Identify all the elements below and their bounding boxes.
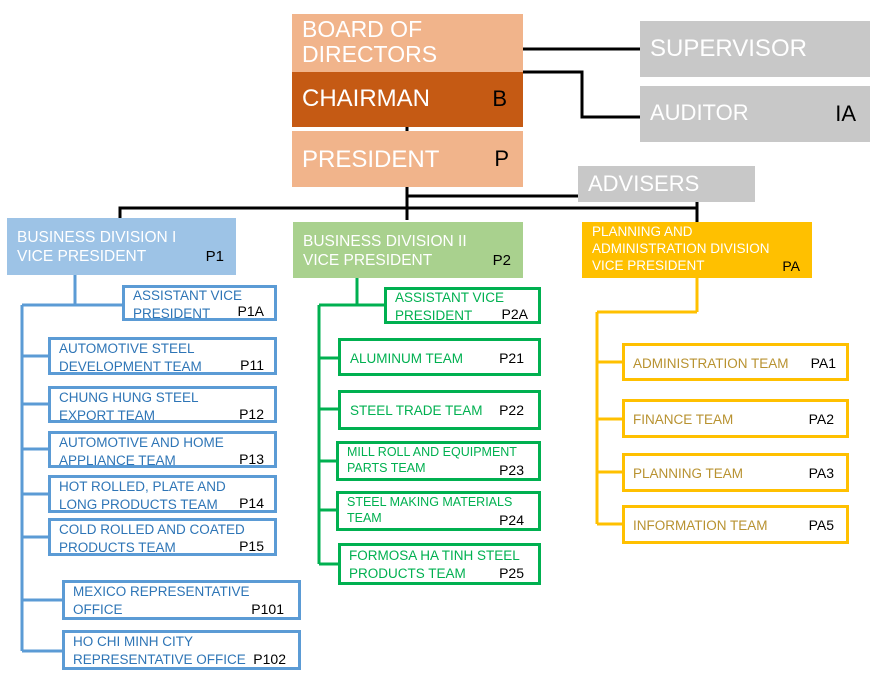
team-box-pa1: ADMINISTRATION TEAM PA1 <box>622 343 849 381</box>
team-label: AUTOMOTIVE AND HOME APPLIANCE TEAM <box>59 435 224 468</box>
business-division-1-box: BUSINESS DIVISION I VICE PRESIDENT P1 <box>7 218 236 275</box>
division-1-label: BUSINESS DIVISION I VICE PRESIDENT <box>17 229 177 266</box>
team-code: P25 <box>499 565 524 581</box>
president-box: PRESIDENT P <box>292 131 523 187</box>
team-box-p11: AUTOMOTIVE STEEL DEVELOPMENT TEAM P11 <box>48 337 277 375</box>
team-label: HOT ROLLED, PLATE AND LONG PRODUCTS TEAM <box>59 479 226 512</box>
team-label: MILL ROLL AND EQUIPMENT PARTS TEAM <box>347 445 517 476</box>
auditor-label: AUDITOR <box>650 100 749 125</box>
auditor-code: IA <box>835 101 856 126</box>
team-box-p25: FORMOSA HA TINH STEEL PRODUCTS TEAM P25 <box>338 543 541 585</box>
team-box-p24: STEEL MAKING MATERIALS TEAM P24 <box>336 491 541 531</box>
team-code: P101 <box>251 601 284 617</box>
team-code: P24 <box>499 512 524 528</box>
team-box-p14: HOT ROLLED, PLATE AND LONG PRODUCTS TEAM… <box>48 475 277 513</box>
team-label: FORMOSA HA TINH STEEL PRODUCTS TEAM <box>349 548 520 581</box>
team-label: AUTOMOTIVE STEEL DEVELOPMENT TEAM <box>59 341 202 374</box>
team-box-p23: MILL ROLL AND EQUIPMENT PARTS TEAM P23 <box>336 441 541 481</box>
team-code: P1A <box>237 303 264 319</box>
auditor-box: AUDITOR IA <box>640 86 870 142</box>
team-box-p12: CHUNG HUNG STEEL EXPORT TEAM P12 <box>48 386 277 423</box>
supervisor-label: SUPERVISOR <box>650 35 807 62</box>
team-label: MEXICO REPRESENTATIVE OFFICE <box>73 584 250 617</box>
team-label: INFORMATION TEAM <box>633 518 768 533</box>
team-code: P13 <box>239 451 264 467</box>
team-box-p13: AUTOMOTIVE AND HOME APPLIANCE TEAM P13 <box>48 431 277 468</box>
division-1-code: P1 <box>205 248 224 265</box>
team-code: PA5 <box>808 517 834 533</box>
chairman-label: CHAIRMAN <box>302 85 431 112</box>
team-box-pa3: PLANNING TEAM PA3 <box>622 453 849 492</box>
team-code: PA1 <box>810 355 836 371</box>
division-2-label: BUSINESS DIVISION II VICE PRESIDENT <box>303 233 467 270</box>
division-3-label: PLANNING AND ADMINISTRATION DIVISION VIC… <box>592 224 770 273</box>
team-code: P21 <box>499 350 524 366</box>
board-label: BOARD OF DIRECTORS <box>302 16 438 68</box>
chairman-box: CHAIRMAN B <box>292 72 523 127</box>
team-code: PA2 <box>808 411 834 427</box>
team-box-p1a: ASSISTANT VICE PRESIDENT P1A <box>122 285 277 321</box>
team-label: CHUNG HUNG STEEL EXPORT TEAM <box>59 390 199 423</box>
team-box-pa5: INFORMATION TEAM PA5 <box>622 505 849 544</box>
team-code: P12 <box>239 406 264 422</box>
team-label: COLD ROLLED AND COATED PRODUCTS TEAM <box>59 522 245 555</box>
team-code: P102 <box>253 651 286 667</box>
supervisor-box: SUPERVISOR <box>640 21 870 77</box>
team-box-pa2: FINANCE TEAM PA2 <box>622 399 849 438</box>
team-label: ADMINISTRATION TEAM <box>633 356 789 371</box>
president-code: P <box>494 146 509 171</box>
advisers-label: ADVISERS <box>588 171 700 196</box>
division-2-code: P2 <box>492 252 511 269</box>
advisers-box: ADVISERS <box>578 166 755 202</box>
team-code: PA3 <box>808 465 834 481</box>
team-label: PLANNING TEAM <box>633 466 744 481</box>
board-of-directors-box: BOARD OF DIRECTORS <box>292 14 523 72</box>
team-code: P15 <box>239 538 264 554</box>
team-box-p102: HO CHI MINH CITY REPRESENTATIVE OFFICE P… <box>62 630 301 670</box>
team-box-p2a: ASSISTANT VICE PRESIDENT P2A <box>384 287 541 324</box>
team-label: ALUMINUM TEAM <box>350 351 464 366</box>
team-code: P14 <box>239 495 264 511</box>
business-division-2-box: BUSINESS DIVISION II VICE PRESIDENT P2 <box>293 222 523 278</box>
team-box-p21: ALUMINUM TEAM P21 <box>338 338 541 376</box>
chairman-code: B <box>492 86 507 111</box>
team-label: ASSISTANT VICE PRESIDENT <box>133 288 243 321</box>
team-label: ASSISTANT VICE PRESIDENT <box>395 290 505 323</box>
team-label: FINANCE TEAM <box>633 412 734 427</box>
division-3-code: PA <box>782 258 800 274</box>
team-code: P11 <box>240 357 264 373</box>
team-box-p15: COLD ROLLED AND COATED PRODUCTS TEAM P15 <box>48 518 277 556</box>
team-code: P22 <box>499 402 524 418</box>
president-label: PRESIDENT <box>302 146 440 173</box>
planning-administration-division-box: PLANNING AND ADMINISTRATION DIVISION VIC… <box>582 222 812 278</box>
team-label: STEEL MAKING MATERIALS TEAM <box>347 495 513 526</box>
team-box-p22: STEEL TRADE TEAM P22 <box>338 390 541 430</box>
team-box-p101: MEXICO REPRESENTATIVE OFFICE P101 <box>62 580 301 620</box>
team-code: P23 <box>499 462 524 478</box>
team-label: STEEL TRADE TEAM <box>350 403 483 418</box>
team-code: P2A <box>501 306 528 322</box>
team-label: HO CHI MINH CITY REPRESENTATIVE OFFICE <box>73 634 246 667</box>
